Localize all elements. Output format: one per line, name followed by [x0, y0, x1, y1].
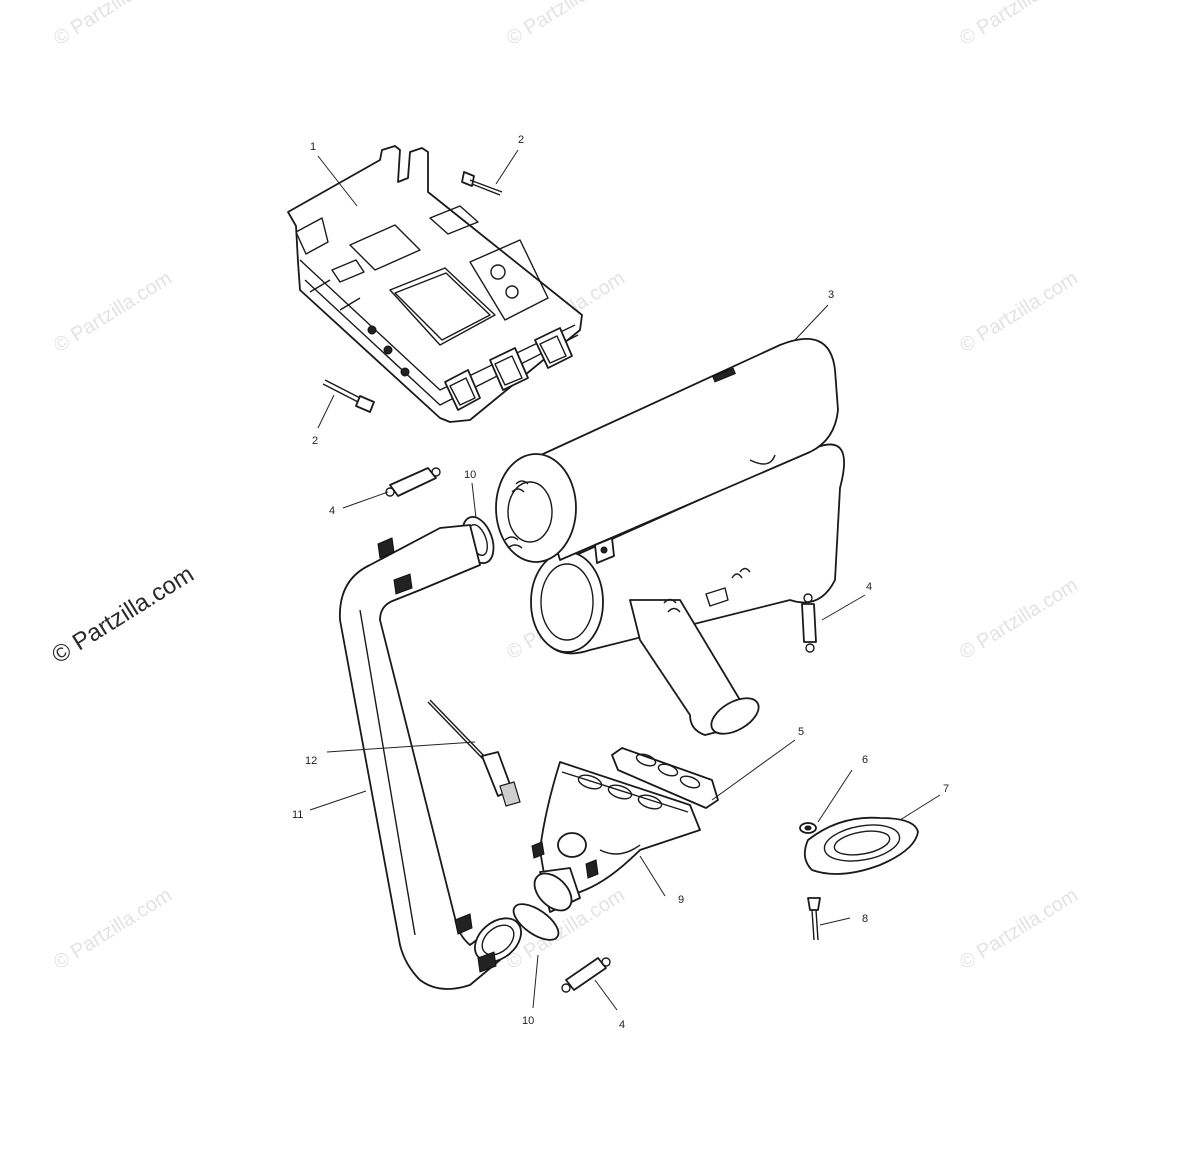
callout-10-upper: 10 [464, 469, 476, 481]
part-mounting-bracket [287, 145, 583, 423]
callout-6: 6 [862, 754, 868, 766]
part-washer [799, 822, 817, 834]
callout-labels: 1 2 2 3 4 4 4 5 6 7 8 9 10 10 11 12 [292, 134, 949, 1031]
callout-4-right: 4 [866, 581, 872, 593]
part-spring-lower [561, 957, 611, 993]
part-gasket [611, 747, 719, 809]
callout-2-upper: 2 [518, 134, 524, 146]
callout-4-lower: 4 [619, 1019, 625, 1031]
part-rivet-right [807, 897, 821, 941]
callout-12: 12 [305, 755, 317, 767]
callout-7: 7 [943, 783, 949, 795]
callout-10-lower: 10 [522, 1015, 534, 1027]
callout-1: 1 [310, 141, 316, 153]
part-rivet-lower [322, 379, 375, 413]
part-muffler [495, 337, 845, 736]
callout-5: 5 [798, 726, 804, 738]
part-sensor [427, 699, 521, 807]
part-spring-upper [385, 467, 441, 497]
callout-8: 8 [862, 913, 868, 925]
callout-4-upper: 4 [329, 505, 335, 517]
part-spring-right [801, 593, 817, 653]
callout-11: 11 [292, 809, 303, 821]
callout-2-lower: 2 [312, 435, 318, 447]
leader-lines [309, 149, 941, 1011]
part-rivet-upper [461, 171, 503, 196]
part-grommet [803, 816, 919, 875]
callout-3: 3 [828, 289, 834, 301]
part-seal-lower [512, 903, 560, 941]
callout-9: 9 [678, 894, 684, 906]
part-exhaust-pipe [339, 524, 522, 990]
part-exhaust-manifold [531, 761, 701, 913]
